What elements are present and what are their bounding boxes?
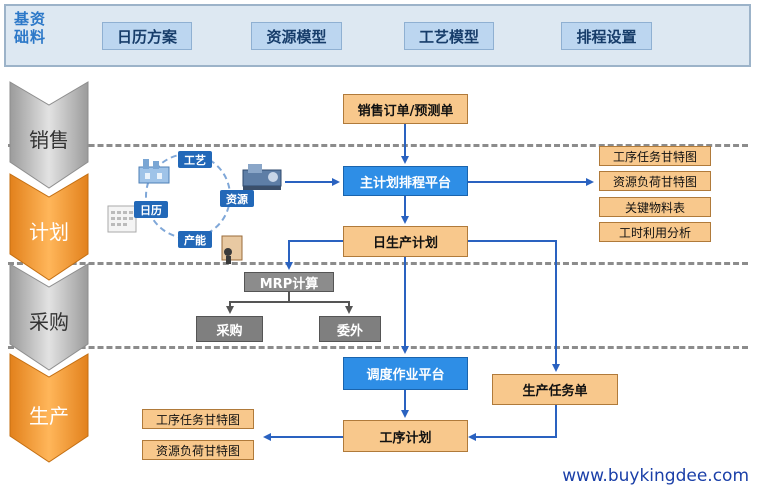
stage-divider: [8, 346, 748, 349]
process-model-button[interactable]: 工艺模型: [404, 22, 494, 50]
process-badge: 工艺: [178, 151, 212, 168]
report-resource-load-gantt[interactable]: 资源负荷甘特图: [599, 171, 711, 191]
stage-label-plan: 计划: [29, 220, 69, 244]
stage-chevron-sales: [8, 80, 90, 190]
stage-chevron-production: [8, 352, 90, 464]
production-task-order-box[interactable]: 生产任务单: [492, 374, 618, 405]
report-process-gantt-left[interactable]: 工序任务甘特图: [142, 409, 254, 429]
daily-production-plan-box[interactable]: 日生产计划: [343, 226, 468, 257]
stage-divider: [8, 262, 748, 265]
mrp-calculation-box[interactable]: MRP计算: [244, 272, 334, 292]
stage-chevron-plan: [8, 172, 90, 282]
stage-label-production: 生产: [29, 404, 69, 428]
purchase-box[interactable]: 采购: [196, 316, 263, 342]
outsource-box[interactable]: 委外: [319, 316, 381, 342]
master-schedule-platform-box[interactable]: 主计划排程平台: [343, 166, 468, 196]
website-url[interactable]: www.buykingdee.com: [562, 466, 749, 486]
calendar-badge: 日历: [134, 201, 168, 218]
calendar-icon: [107, 204, 139, 234]
resource-badge: 资源: [220, 190, 254, 207]
report-resource-load-gantt-left[interactable]: 资源负荷甘特图: [142, 440, 254, 460]
calendar-scheme-button[interactable]: 日历方案: [102, 22, 192, 50]
process-plan-box[interactable]: 工序计划: [343, 420, 468, 452]
capacity-icon: [216, 232, 246, 266]
machine-icon: [240, 160, 286, 192]
stage-label-sales: 销售: [29, 128, 69, 152]
report-labor-utilization[interactable]: 工时利用分析: [599, 222, 711, 242]
resource-model-button[interactable]: 资源模型: [251, 22, 342, 50]
stage-label-purchase: 采购: [29, 310, 69, 334]
schedule-settings-button[interactable]: 排程设置: [561, 22, 652, 50]
factory-icon: [137, 155, 173, 185]
report-key-material[interactable]: 关键物料表: [599, 197, 711, 217]
stage-divider: [8, 144, 748, 147]
stage-chevron-purchase: [8, 262, 90, 372]
capacity-badge: 产能: [178, 231, 212, 248]
dispatch-platform-box[interactable]: 调度作业平台: [343, 357, 468, 390]
base-data-label: 基资础料: [14, 10, 47, 46]
sales-order-box[interactable]: 销售订单/预测单: [343, 94, 468, 124]
report-process-gantt[interactable]: 工序任务甘特图: [599, 146, 711, 166]
